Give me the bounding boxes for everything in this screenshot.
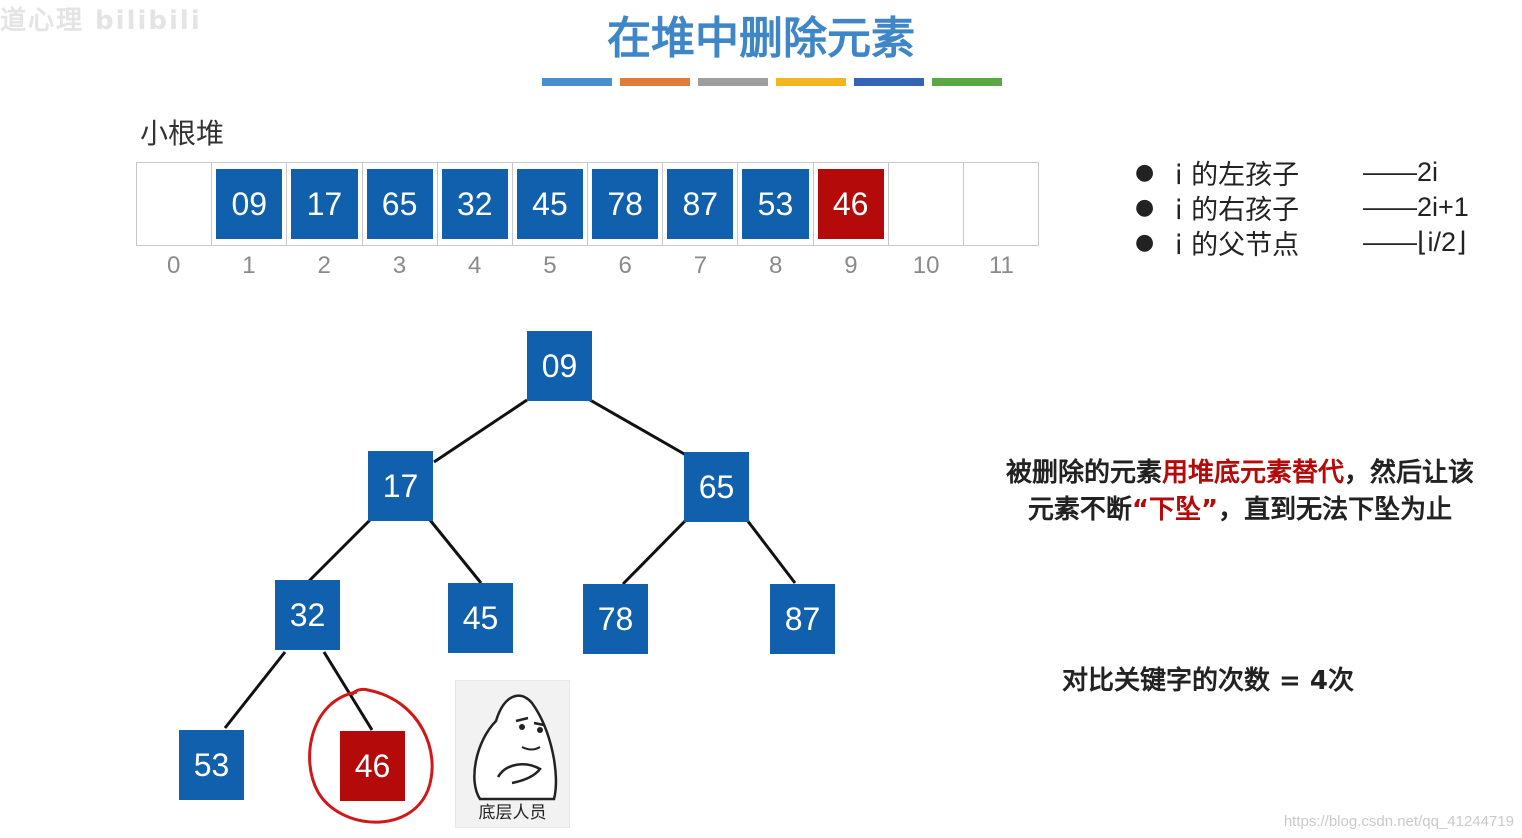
comparison-count: 对比关键字的次数 = 4次 [1062,660,1354,697]
tree-node-09: 09 [527,331,592,401]
tree-node-17: 17 [368,451,433,521]
edge-65-78 [623,520,686,584]
edge-32-53 [225,652,285,728]
edge-17-45 [430,520,481,583]
desc-text: 被删除的元素 [1006,458,1162,488]
edge-65-87 [747,520,795,583]
desc-highlight: 用堆底元素替代 [1162,458,1344,488]
tree-node-53: 53 [179,730,244,800]
meme-caption: 底层人员 [456,798,569,823]
tree-node-78: 78 [583,584,648,654]
deletion-description: 被删除的元素用堆底元素替代，然后让该 元素不断“下坠”，直到无法下坠为止 [985,455,1495,529]
tree-node-32: 32 [275,580,340,650]
tree-node-87: 87 [770,584,835,654]
meme-image: 底层人员 [455,680,570,828]
edge-32-46 [324,652,372,730]
desc-text: ，然后让该 [1344,458,1474,488]
tree-node-45: 45 [448,583,513,653]
desc-text: 元素不断 [1028,495,1132,525]
edge-09-17 [434,400,527,462]
tree-node-65: 65 [684,452,749,522]
tree-node-46-highlight: 46 [340,731,405,801]
watermark-bottom: https://blog.csdn.net/qq_41244719 [1284,813,1514,830]
edge-17-32 [308,520,370,582]
thinking-face-icon [456,681,569,801]
desc-text: ，直到无法下坠为止 [1218,495,1452,525]
edge-09-65 [590,400,686,455]
desc-highlight: “下坠” [1132,495,1218,525]
